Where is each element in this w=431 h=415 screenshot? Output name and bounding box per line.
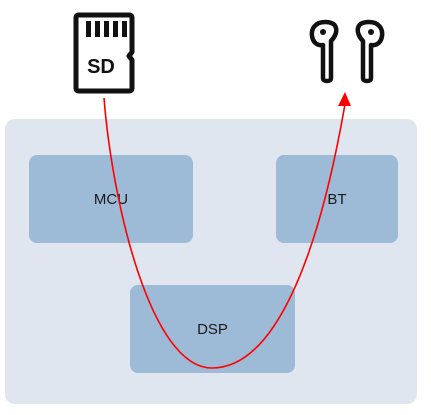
bt-label: BT: [327, 190, 347, 208]
earbuds-icon: [309, 19, 385, 84]
bt-block: BT: [276, 155, 398, 243]
dsp-label: DSP: [197, 320, 228, 338]
sd-card-label: SD: [87, 56, 115, 78]
sd-card-icon: SD: [73, 12, 135, 94]
mcu-block: MCU: [29, 155, 193, 243]
mcu-label: MCU: [93, 190, 129, 208]
dsp-block: DSP: [130, 285, 295, 373]
flow-arrowhead: [338, 92, 351, 106]
